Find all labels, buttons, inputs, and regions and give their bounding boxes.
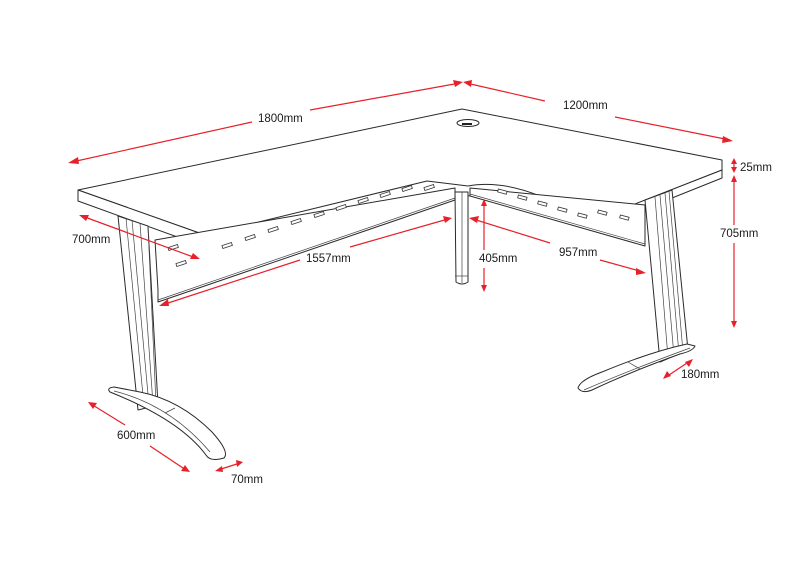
dimension-label-70: 70mm [231,474,263,486]
modesty-panel-return [469,187,646,247]
dimension-label-1800: 1800mm [258,113,303,125]
dimension-lines [68,80,737,472]
dimension-label-25: 25mm [740,162,772,174]
dimension-label-405: 405mm [479,253,518,265]
dimension-label-957: 957mm [559,247,598,259]
modesty-panel-main [154,183,456,303]
left-leg [108,215,226,460]
corner-leg [454,191,469,285]
dimension-label-705: 705mm [720,228,759,240]
dimension-label-600: 600mm [117,430,156,442]
dimension-label-700: 700mm [72,234,111,246]
dimension-label-1557: 1557mm [306,253,351,265]
dimension-label-180: 180mm [681,369,720,381]
right-leg [577,189,696,393]
dimension-label-1200: 1200mm [563,100,608,112]
